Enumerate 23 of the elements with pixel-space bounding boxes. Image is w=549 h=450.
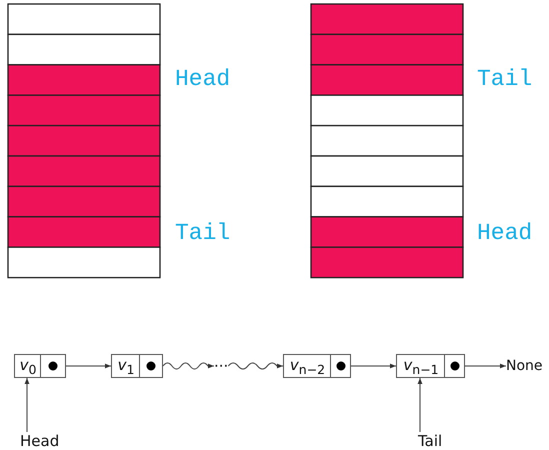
arrow [350,364,396,368]
arrow [162,362,214,370]
pointer-label: Head [20,432,60,450]
list-node-box [111,354,163,378]
pointer-label: Tail [175,220,230,246]
ellipsis-text: ··· [214,357,228,375]
node-value: v$_{n−1}$ [402,355,440,377]
list-node-box [396,354,465,378]
pointer-label: Head [175,66,230,92]
pointer-label: Tail [418,432,442,450]
arrow [24,378,30,432]
pointer-label: Head [477,220,532,246]
arrow [464,364,506,368]
node-value: v$_{1}$ [116,355,136,377]
list-node-box [14,354,66,378]
list-node-box [283,354,351,378]
arrow [418,378,422,432]
pointer-label: Tail [477,66,532,92]
null-label: None [506,357,543,375]
arrow [66,364,112,368]
node-value: v$_{n−2}$ [288,355,326,377]
node-value: v$_{0}$ [18,355,38,377]
arrow [228,362,284,370]
